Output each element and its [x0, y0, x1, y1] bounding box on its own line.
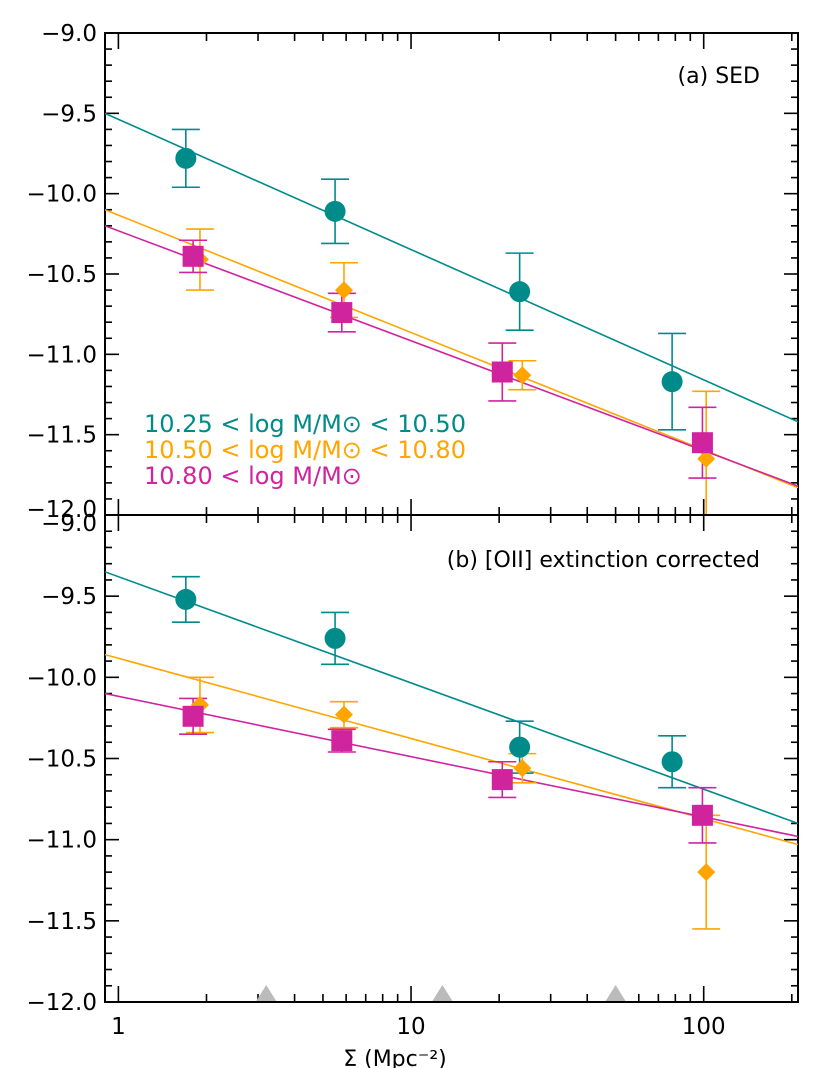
data-point-circle — [324, 627, 346, 649]
y-tick-label: −11.0 — [27, 342, 97, 368]
fit-line-magenta — [105, 225, 798, 487]
x-tick-label: 100 — [682, 1014, 726, 1040]
data-point-circle — [324, 200, 346, 222]
data-point-square — [691, 432, 713, 454]
data-point-square — [331, 302, 353, 324]
fit-line-magenta — [105, 692, 798, 838]
y-tick-label: −11.5 — [27, 423, 97, 449]
data-point-diamond — [697, 863, 716, 882]
plot-area — [105, 112, 798, 515]
y-tick-label: −10.5 — [27, 262, 97, 288]
data-point-circle — [175, 147, 197, 169]
gray-triangle-marker — [256, 985, 277, 1001]
legend: 10.25 < log M/M⊙ < 10.50 10.50 < log M/M… — [144, 410, 466, 490]
data-point-square — [691, 804, 713, 826]
data-point-circle — [509, 281, 531, 303]
y-tick-label: −9.0 — [41, 511, 97, 537]
data-point-square — [491, 769, 513, 791]
panel-a-label: (a) SED — [678, 64, 760, 89]
y-tick-label: −10.5 — [27, 747, 97, 773]
data-point-circle — [661, 751, 683, 773]
x-axis-label: Σ (Mpc⁻²) — [343, 1047, 447, 1068]
data-point-square — [182, 245, 204, 267]
fit-line-orange — [105, 208, 798, 489]
panel-a-sed: −9.0 −9.5 −10.0 −10.5 −11.0 −11.5 −12.0 — [27, 21, 799, 523]
gray-triangle-marker — [432, 985, 453, 1001]
data-point-diamond — [513, 366, 532, 385]
y-tick-label: −12.0 — [27, 990, 97, 1016]
y-tick-label: −11.0 — [27, 828, 97, 854]
fit-line-teal — [105, 112, 798, 423]
data-point-square — [182, 705, 204, 727]
legend-entry-orange: 10.50 < log M/M⊙ < 10.80 — [144, 436, 466, 464]
data-point-circle — [661, 371, 683, 393]
gray-triangle-marker — [605, 985, 626, 1001]
x-tick-label: 1 — [111, 1014, 126, 1040]
data-point-diamond — [334, 281, 353, 300]
data-point-circle — [175, 588, 197, 610]
data-point-circle — [509, 736, 531, 758]
panel-b-label: (b) [OII] extinction corrected — [447, 548, 760, 573]
y-tick-label: −11.5 — [27, 909, 97, 935]
y-tick-label: −12.0 — [27, 497, 97, 523]
data-point-diamond — [513, 759, 532, 778]
legend-entry-magenta: 10.80 < log M/M⊙ — [144, 462, 362, 490]
legend-entry-teal: 10.25 < log M/M⊙ < 10.50 — [144, 410, 466, 438]
plot-area — [105, 571, 798, 930]
y-tick-label: −9.5 — [41, 101, 97, 127]
panel-b-oii-extinction-corrected: −9.0 −9.5 −10.0 −10.5 −11.0 −11.5 −12.0 1 10 100 — [27, 511, 799, 1040]
data-point-diamond — [334, 705, 353, 724]
y-tick-label: −10.0 — [27, 182, 97, 208]
y-tick-label: −10.0 — [27, 665, 97, 691]
data-point-square — [491, 361, 513, 383]
fit-line-teal — [105, 571, 798, 825]
x-tick-label: 10 — [396, 1014, 425, 1040]
data-point-diamond — [697, 449, 716, 468]
y-tick-label: −9.5 — [41, 584, 97, 610]
data-point-square — [331, 730, 353, 752]
y-tick-label: −9.0 — [41, 21, 97, 47]
